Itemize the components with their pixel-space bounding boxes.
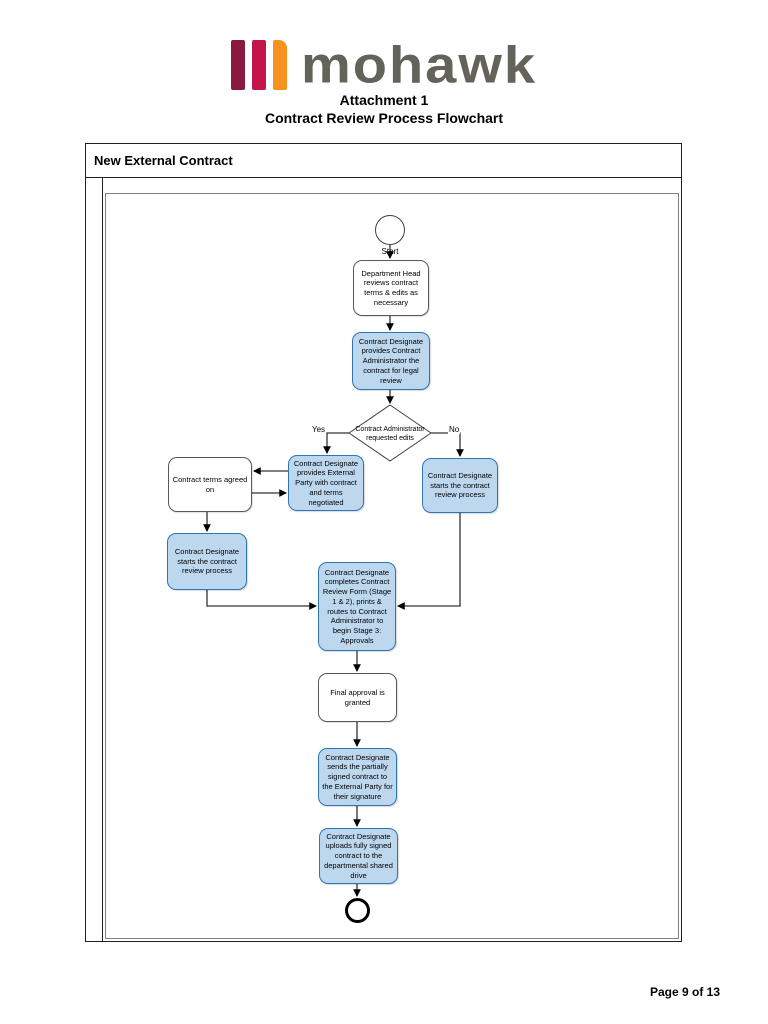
logo-bar-crimson (251, 40, 266, 91)
connector-no-branch (431, 432, 464, 458)
flow-node-review-terms: Department Head reviews contract terms &… (353, 260, 429, 316)
connector-left-to-completeform (206, 590, 318, 610)
attachment-title: Attachment 1 (339, 92, 429, 108)
lane-inner-frame (105, 193, 679, 939)
lane-title: New External Contract (86, 144, 681, 178)
flow-node-provide-admin: Contract Designate provides Contract Adm… (352, 332, 430, 390)
flow-node-upload-signed: Contract Designate uploads fully signed … (319, 828, 398, 884)
connector-right-to-completeform (396, 513, 461, 610)
logo-bars-icon (230, 40, 287, 91)
end-node (345, 898, 370, 923)
connector-yes-branch (323, 432, 349, 455)
page-number: Page 9 of 13 (649, 985, 720, 999)
phase-strip (86, 178, 103, 941)
flow-node-start-review-left: Contract Designate starts the contract r… (167, 533, 247, 590)
yes-branch-label: Yes (311, 425, 327, 434)
flow-node-final-approval: Final approval is granted (318, 673, 397, 722)
logo-bar-orange (272, 40, 287, 91)
lane-body (86, 178, 681, 941)
flow-node-send-partial: Contract Designate sends the partially s… (318, 748, 397, 806)
logo-wordmark: mohawk (300, 35, 538, 94)
flow-node-terms-agreed: Contract terms agreed on (168, 457, 252, 512)
no-branch-label: No (448, 425, 461, 434)
start-node-label: Start (381, 247, 399, 256)
flow-node-complete-form: Contract Designate completes Contract Re… (318, 562, 396, 651)
page-title: Contract Review Process Flowchart (264, 110, 504, 126)
decision-diamond-label: Contract Administrator requested edits (355, 425, 425, 442)
flow-node-start-review-right: Contract Designate starts the contract r… (422, 458, 498, 513)
logo-bar-maroon (230, 40, 245, 91)
brand-logo: mohawk (0, 35, 768, 94)
start-node (375, 215, 405, 245)
flow-node-provide-external: Contract Designate provides External Par… (288, 455, 364, 511)
